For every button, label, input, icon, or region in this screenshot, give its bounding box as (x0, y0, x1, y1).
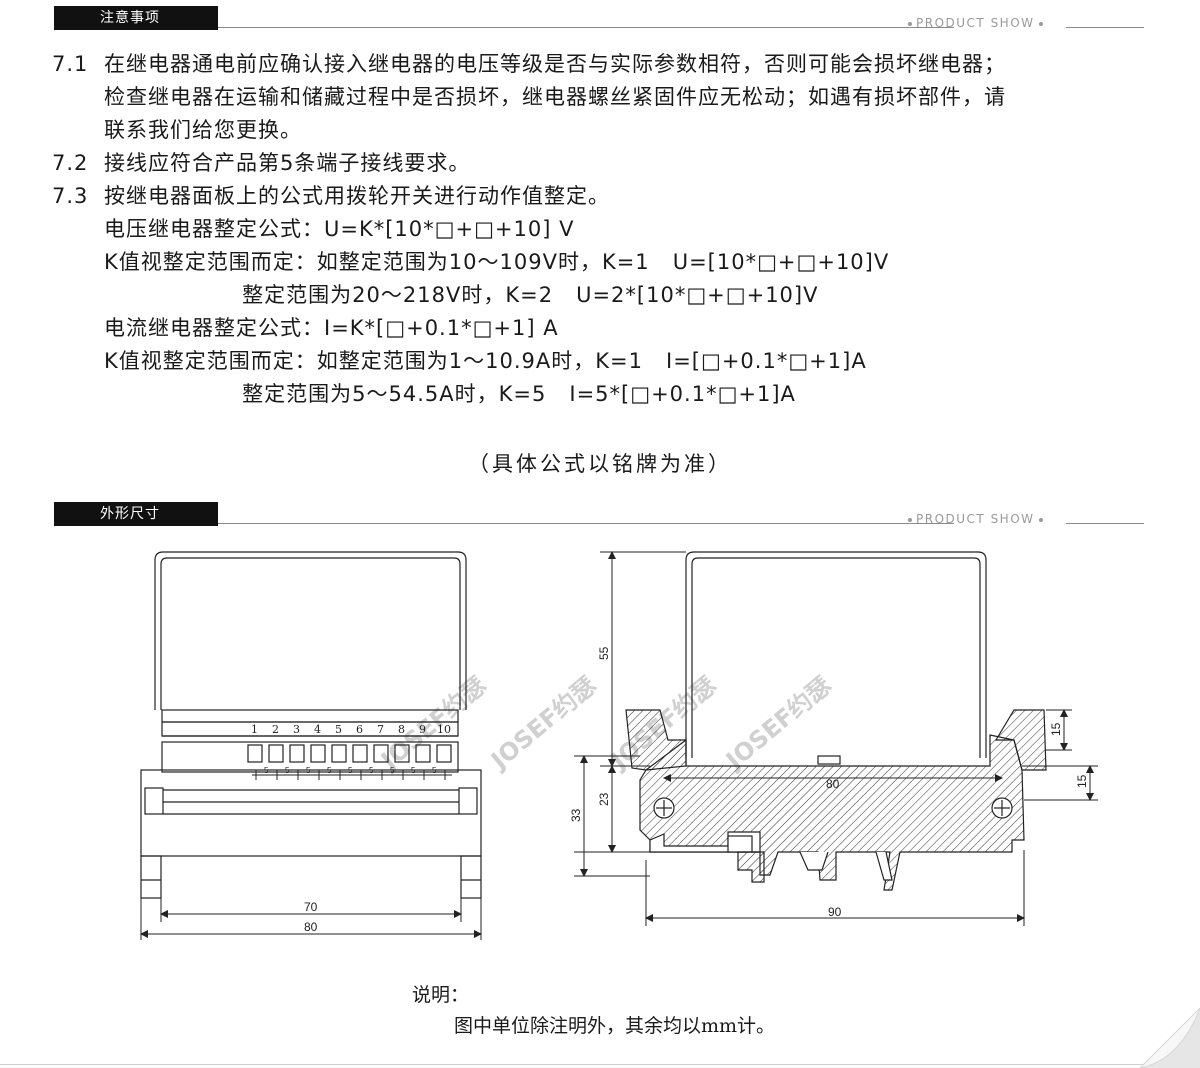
front-dimensions (140, 898, 482, 940)
notes-title: 说明： (412, 984, 470, 1006)
instruction-item: 7.1 在继电器通电前应确认接入继电器的电压等级是否与实际参数相符，否则可能会损… (52, 48, 1162, 147)
dim-depth: 90 (828, 905, 842, 919)
dim-height-base: 23 (597, 792, 611, 806)
dial-scale-label: 5 (285, 766, 290, 775)
item-number: 7.1 (52, 52, 89, 76)
dial-scale-label: 5 (348, 766, 353, 775)
instruction-line: 在继电器通电前应确认接入继电器的电压等级是否与实际参数相符，否则可能会损坏继电器… (104, 52, 1006, 76)
formula-note: （具体公式以铭牌为准） (468, 452, 732, 476)
instruction-item: 7.2 接线应符合产品第5条端子接线要求。 (52, 147, 1162, 180)
dial-scale-label: 5 (306, 766, 311, 775)
terminal-number: 4 (314, 723, 321, 736)
product-show-label: PRODUCT SHOW (904, 512, 1047, 526)
dial-scale-label: 5 (327, 766, 332, 775)
terminal-number: 5 (335, 723, 342, 736)
formula-line: 电压继电器整定公式：U=K*[10*□+□+10] V (104, 217, 575, 241)
terminal-number: 1 (251, 723, 258, 736)
front-view (140, 551, 482, 899)
formula-line: 整定范围为20～218V时，K=2 U=2*[10*□+□+10]V (104, 283, 819, 307)
watermark: JOSEF约瑟 (719, 671, 836, 776)
terminal-number: 2 (272, 723, 279, 736)
formula-line: 整定范围为5～54.5A时，K=5 I=5*[□+0.1*□+1]A (104, 382, 796, 406)
item-number: 7.3 (52, 184, 89, 208)
terminal-numbers: 1 2 3 4 5 6 7 8 9 10 (251, 723, 451, 736)
header-rule (1066, 523, 1144, 524)
instruction-line: 联系我们给您更换。 (104, 118, 302, 142)
dial-boxes (247, 744, 452, 763)
product-show-label: PRODUCT SHOW (904, 16, 1047, 30)
instructions: 7.1 在继电器通电前应确认接入继电器的电压等级是否与实际参数相符，否则可能会损… (52, 48, 1162, 411)
instruction-line: 按继电器面板上的公式用拨轮开关进行动作值整定。 (104, 184, 610, 208)
dial-scale-label: 5 (369, 766, 374, 775)
formula-line: 电流继电器整定公式：I=K*[□+0.1*□+1] A (104, 316, 559, 340)
dial-scale-label: 5 (411, 766, 416, 775)
terminal-number: 8 (398, 723, 405, 736)
terminal-number: 3 (293, 723, 300, 736)
side-view (625, 551, 1047, 891)
header-rule (1066, 27, 1144, 28)
dim-inner-width: 70 (304, 900, 318, 914)
dot-icon (908, 517, 912, 522)
page-curl-icon (1140, 1008, 1200, 1068)
dot-icon (1038, 21, 1043, 26)
instruction-line: 接线应符合产品第5条端子接线要求。 (104, 151, 471, 175)
dim-screw-span: 80 (826, 777, 840, 791)
dial-scale-label: 5 (432, 766, 437, 775)
item-number: 7.2 (52, 151, 89, 175)
header-rule (218, 523, 954, 524)
section-header-notes: 注意事项 PRODUCT SHOW (54, 6, 1144, 32)
formula-line: K值视整定范围而定：如整定范围为10～109V时，K=1 U=[10*□+□+1… (104, 250, 890, 274)
dim-outer-width: 80 (304, 920, 318, 934)
instruction-line: 检查继电器在运输和储藏过程中是否损坏，继电器螺丝紧固件应无松动；如遇有损坏部件，… (104, 85, 1006, 109)
dimension-drawing: JOSEF约瑟 JOSEF约瑟 JOSEF约瑟 JOSEF约瑟 1 2 (140, 551, 1098, 940)
side-dimensions (574, 551, 1098, 926)
section-header-dimensions: 外形尺寸 PRODUCT SHOW (54, 502, 1144, 528)
section-title: 注意事项 (54, 6, 218, 30)
drawing-notes: 说明： 图中单位除注明外，其余均以mm计。 (412, 980, 775, 1042)
terminal-number: 9 (419, 723, 426, 736)
dim-clip-height: 15 (1075, 774, 1089, 788)
notes-body: 图中单位除注明外，其余均以mm计。 (454, 1015, 776, 1037)
dot-icon (908, 21, 912, 26)
dial-scale-labels: 5 5 5 5 5 5 5 5 5 (264, 766, 437, 775)
formula-line: K值视整定范围而定：如整定范围为1～10.9A时，K=1 I=[□+0.1*□+… (104, 349, 867, 373)
bottom-rule (0, 1064, 1200, 1065)
dot-icon (1038, 517, 1043, 522)
section-title: 外形尺寸 (54, 502, 218, 526)
instruction-item: 7.3 按继电器面板上的公式用拨轮开关进行动作值整定。 (52, 180, 1162, 213)
dial-scale-label: 5 (390, 766, 395, 775)
terminal-number: 6 (356, 723, 363, 736)
dial-scale-label: 5 (264, 766, 269, 775)
formula-block: 电压继电器整定公式：U=K*[10*□+□+10] V K值视整定范围而定：如整… (52, 213, 1162, 411)
dim-clip-height: 15 (1049, 722, 1063, 736)
dim-height-total: 33 (569, 808, 583, 822)
dim-height-cover: 55 (597, 646, 611, 660)
watermark: JOSEF约瑟 (374, 671, 491, 776)
terminal-number: 10 (437, 723, 451, 736)
header-rule (218, 27, 954, 28)
terminal-number: 7 (377, 723, 384, 736)
